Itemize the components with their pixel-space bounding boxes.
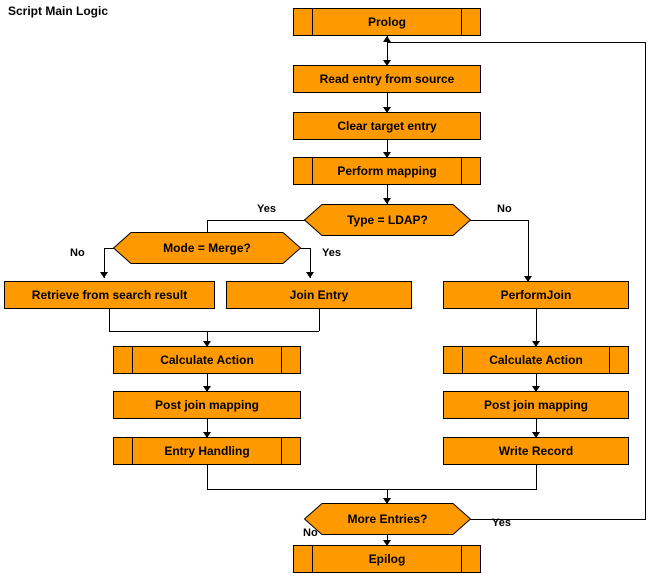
edge-type-no-h xyxy=(470,220,528,221)
edge-retrieve-down xyxy=(109,309,110,331)
edge-mode-yes-v xyxy=(310,248,311,278)
arrowhead-calc-action-right xyxy=(532,341,540,347)
edge-mapping-to-type xyxy=(387,185,388,204)
node-mode-merge[interactable]: Mode = Merge? xyxy=(112,232,302,264)
node-join-entry-label: Join Entry xyxy=(289,288,349,302)
node-prolog[interactable]: Prolog xyxy=(293,8,481,36)
edge-merge-bottom-v xyxy=(387,489,388,503)
arrowhead-epilog xyxy=(383,540,391,546)
node-calc-action-right-label: Calculate Action xyxy=(489,353,583,367)
node-type-ldap-label: Type = LDAP? xyxy=(347,213,428,227)
node-calc-action-right[interactable]: Calculate Action xyxy=(443,346,629,374)
arrowhead-loop-to-read xyxy=(383,36,391,42)
node-post-join-left[interactable]: Post join mapping xyxy=(113,391,301,419)
node-post-join-right-label: Post join mapping xyxy=(484,398,588,412)
node-mode-merge-label: Mode = Merge? xyxy=(163,241,251,255)
arrowhead-retrieve-search xyxy=(100,272,108,278)
edge-merge-bottom-h xyxy=(207,489,537,490)
node-read-entry[interactable]: Read entry from source xyxy=(293,65,481,93)
edge-postjoinright-to-writerecord xyxy=(536,419,537,439)
node-entry-handling-label: Entry Handling xyxy=(164,444,250,458)
arrowhead-type-ldap xyxy=(383,198,391,204)
edge-label-mode-no: No xyxy=(70,247,85,259)
edge-label-type-no: No xyxy=(497,203,512,215)
arrowhead-perform-join xyxy=(524,276,532,282)
edge-writerecord-down xyxy=(536,465,537,489)
arrowhead-calc-action-left xyxy=(203,341,211,347)
node-write-record[interactable]: Write Record xyxy=(443,437,629,465)
edge-mode-yes-h xyxy=(300,248,310,249)
edge-label-mode-yes: Yes xyxy=(322,247,341,259)
edge-calcleft-to-postjoin xyxy=(207,374,208,392)
node-entry-handling[interactable]: Entry Handling xyxy=(113,437,301,465)
node-type-ldap[interactable]: Type = LDAP? xyxy=(303,204,472,236)
node-perform-join-label: PerformJoin xyxy=(500,288,572,302)
edge-type-no-v xyxy=(528,220,529,282)
node-calc-action-left-label: Calculate Action xyxy=(160,353,254,367)
node-write-record-label: Write Record xyxy=(498,444,574,458)
arrowhead-more-entries xyxy=(383,498,391,504)
edge-label-more-no: No xyxy=(303,527,318,539)
edge-mode-no-v xyxy=(104,248,105,278)
node-prolog-label: Prolog xyxy=(368,15,406,29)
node-epilog-label: Epilog xyxy=(368,552,406,566)
arrowhead-entry-handling xyxy=(203,432,211,438)
node-read-entry-label: Read entry from source xyxy=(319,72,455,86)
page-title: Script Main Logic xyxy=(8,4,109,18)
node-perform-mapping[interactable]: Perform mapping xyxy=(293,157,481,185)
node-post-join-right[interactable]: Post join mapping xyxy=(443,391,629,419)
node-epilog[interactable]: Epilog xyxy=(293,545,481,573)
node-retrieve-search[interactable]: Retrieve from search result xyxy=(4,281,215,309)
arrowhead-post-join-left xyxy=(203,386,211,392)
edge-prolog-to-read xyxy=(387,36,388,62)
edge-label-more-yes: Yes xyxy=(492,517,511,529)
edge-merge-left-v xyxy=(207,331,208,347)
edge-performjoin-to-calc xyxy=(536,309,537,347)
arrowhead-write-record xyxy=(532,432,540,438)
edge-label-type-yes: Yes xyxy=(257,203,276,215)
edge-joinentry-down xyxy=(319,309,320,331)
edge-mode-no-h xyxy=(104,248,114,249)
node-clear-target[interactable]: Clear target entry xyxy=(293,112,481,140)
node-join-entry[interactable]: Join Entry xyxy=(226,281,412,309)
node-perform-join[interactable]: PerformJoin xyxy=(443,281,629,309)
edge-calcright-to-postjoin xyxy=(536,374,537,392)
edge-more-yes-h-top xyxy=(387,42,645,43)
node-calc-action-left[interactable]: Calculate Action xyxy=(113,346,301,374)
node-retrieve-search-label: Retrieve from search result xyxy=(31,288,188,302)
node-perform-mapping-label: Perform mapping xyxy=(337,164,437,178)
edge-type-yes-h xyxy=(207,220,305,221)
arrowhead-join-entry xyxy=(306,272,314,278)
arrowhead-read-entry xyxy=(383,60,391,66)
edge-read-to-clear xyxy=(387,93,388,113)
edge-more-yes-v xyxy=(645,42,646,520)
edge-more-yes-h-bottom xyxy=(470,519,645,520)
node-more-entries[interactable]: More Entries? xyxy=(303,503,472,535)
edge-entryhandling-down xyxy=(207,465,208,489)
edge-postjoinleft-to-entryhandling xyxy=(207,419,208,439)
arrowhead-post-join-right xyxy=(532,386,540,392)
edge-clear-to-mapping xyxy=(387,140,388,158)
node-clear-target-label: Clear target entry xyxy=(337,119,437,133)
edge-merge-left-h xyxy=(109,331,319,332)
arrowhead-perform-mapping xyxy=(383,152,391,158)
node-post-join-left-label: Post join mapping xyxy=(155,398,259,412)
node-more-entries-label: More Entries? xyxy=(347,512,428,526)
arrowhead-clear-target xyxy=(383,107,391,113)
